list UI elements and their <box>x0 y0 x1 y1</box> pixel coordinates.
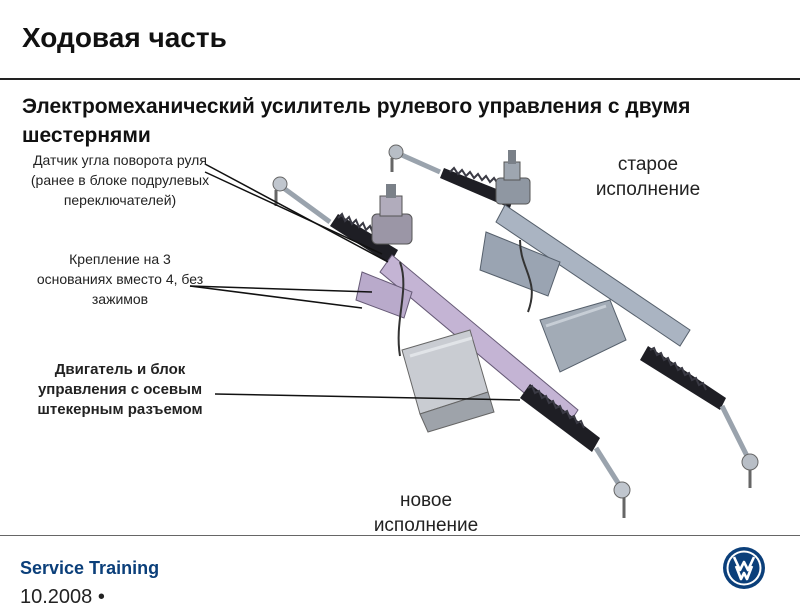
callout-motor: Двигатель и блок управления с осевым ште… <box>37 361 203 418</box>
footer-divider <box>0 535 800 536</box>
slide-title: Ходовая часть <box>22 22 227 53</box>
callout-mounting: Крепление на 3 основаниях вместо 4, без … <box>36 251 204 307</box>
footer-brand: Service Training <box>20 558 160 578</box>
new-steering-rack <box>272 176 631 518</box>
callout-angle-sensor: Датчик угла поворота руля (ранее в блоке… <box>30 152 210 208</box>
header-divider <box>0 78 800 80</box>
vw-logo-icon <box>723 547 765 589</box>
callout-leaders <box>189 163 521 401</box>
label-new-version: новое исполнение <box>373 490 479 536</box>
footer-date: 10.2008 • <box>20 586 105 608</box>
slide-subtitle: Электромеханический усилитель рулевого у… <box>22 95 691 147</box>
label-old-version: старое исполнение <box>595 154 701 200</box>
old-steering-rack <box>388 144 759 488</box>
